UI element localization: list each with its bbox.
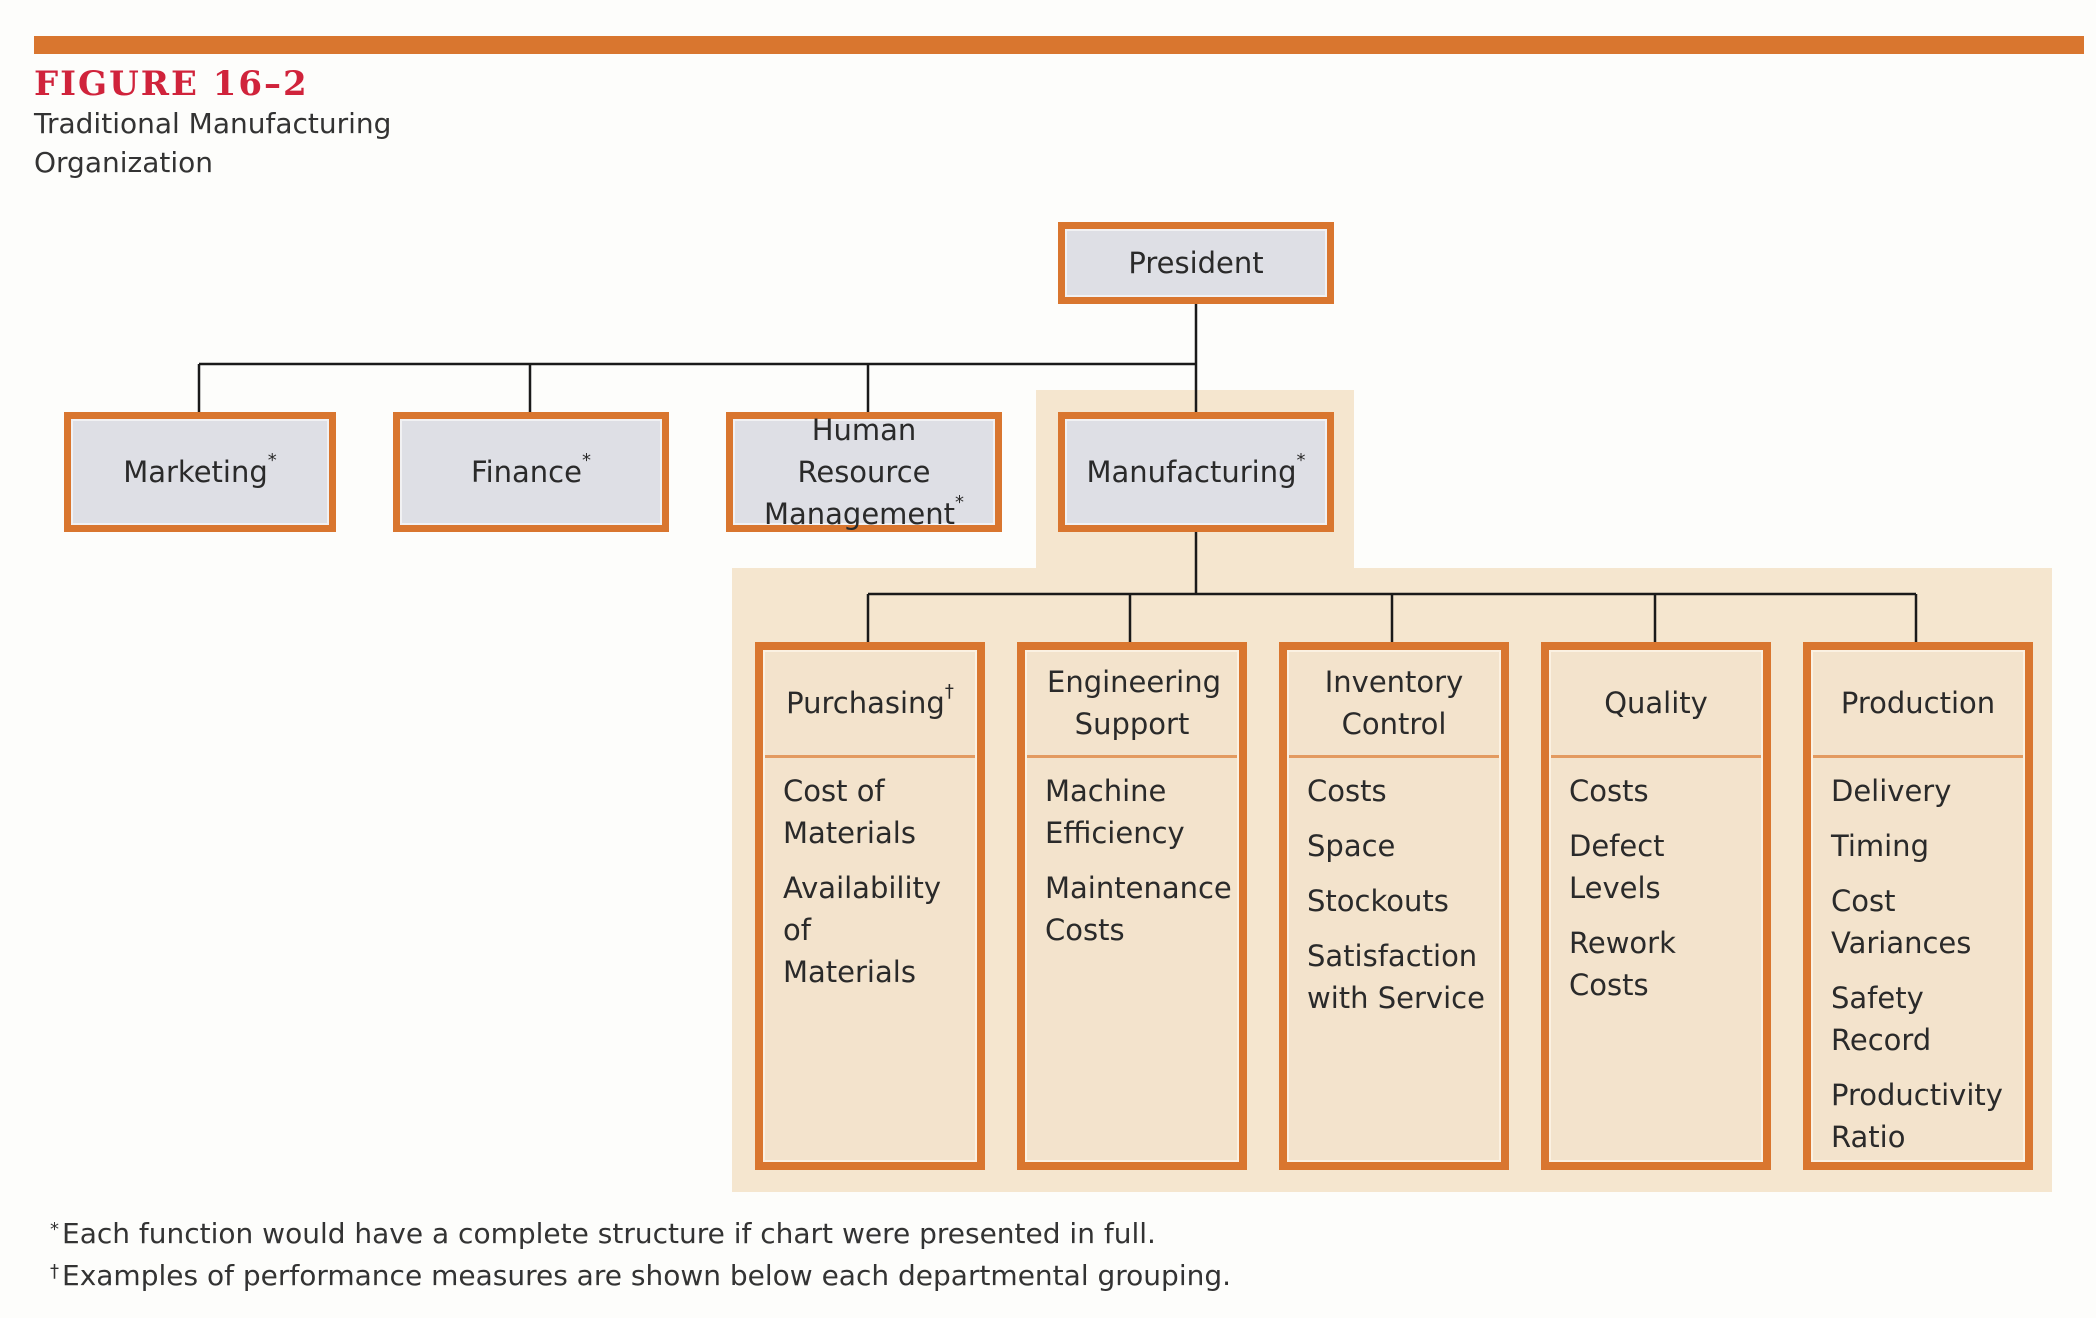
dept-quality: Quality Costs Defect Levels Rework Costs [1541,642,1771,1170]
figure-title: Traditional Manufacturing Organization [34,107,392,179]
measure-item: Safety Record [1831,981,1932,1057]
measure-item: Cost of Materials [783,774,916,850]
dept-header: Quality [1551,650,1761,758]
measure-list: Delivery Timing Cost Variances Safety Re… [1811,758,2025,1158]
footnote-text: Each function would have a complete stru… [62,1217,1156,1250]
dept-header: Engineering Support [1027,650,1237,758]
function-label: Human Resource Management [763,413,956,531]
measure-item: Stockouts [1307,884,1449,918]
president-label: President [1128,246,1264,280]
footnote-mark: * [267,450,277,471]
measure-item: Maintenance Costs [1045,871,1232,947]
dept-label: Quality [1604,685,1708,720]
measure-list: Costs Space Stockouts Satisfaction with … [1287,758,1501,1019]
measure-item: Rework Costs [1569,926,1676,1002]
footnote-mark: * [1296,450,1306,471]
dept-label: Production [1840,685,1996,720]
dept-production: Production Delivery Timing Cost Variance… [1803,642,2033,1170]
measure-item: Availability of Materials [783,871,942,989]
function-finance-box: Finance* [393,412,669,532]
measure-list: Cost of Materials Availability of Materi… [763,758,977,993]
footnote-2: † Examples of performance measures are s… [50,1256,1232,1296]
dept-header: Purchasing† [765,650,975,758]
dept-label: Inventory Control [1324,664,1464,741]
measure-item: Costs [1307,774,1387,808]
function-label: Manufacturing [1086,455,1297,489]
dept-label: Engineering Support [1047,664,1221,741]
figure-label: FIGURE 16–2 [34,64,309,104]
president-box: President [1058,222,1334,304]
dept-header: Inventory Control [1289,650,1499,758]
function-manufacturing-box: Manufacturing* [1058,412,1334,532]
footnote-1: * Each function would have a complete st… [50,1214,1156,1254]
measure-item: Cost Variances [1831,884,1972,960]
function-human-resource-box: Human Resource Management* [726,412,1002,532]
function-marketing-box: Marketing* [64,412,336,532]
dept-purchasing: Purchasing† Cost of Materials Availabili… [755,642,985,1170]
measure-item: Timing [1831,829,1929,863]
footnote-mark: † [944,680,954,702]
measure-item: Space [1307,829,1396,863]
footnote-text: Examples of performance measures are sho… [62,1259,1232,1292]
function-label: Marketing [123,455,268,489]
measure-list: Costs Defect Levels Rework Costs [1549,758,1763,1006]
measure-item: Costs [1569,774,1649,808]
dept-inventory-control: Inventory Control Costs Space Stockouts … [1279,642,1509,1170]
footnote-mark: † [50,1261,59,1282]
footnote-mark: * [955,492,965,513]
dept-label: Purchasing [786,685,945,720]
measure-list: Machine Efficiency Maintenance Costs [1025,758,1239,951]
top-rule [34,36,2084,54]
measure-item: Productivity Ratio [1831,1078,2003,1154]
function-label: Finance [471,455,582,489]
footnote-mark: * [581,450,591,471]
measure-item: Defect Levels [1569,829,1665,905]
measure-item: Machine Efficiency [1045,774,1185,850]
dept-header: Production [1813,650,2023,758]
footnote-mark: * [50,1219,59,1240]
measure-item: Satisfaction with Service [1307,939,1485,1015]
measure-item: Delivery [1831,774,1952,808]
dept-engineering-support: Engineering Support Machine Efficiency M… [1017,642,1247,1170]
